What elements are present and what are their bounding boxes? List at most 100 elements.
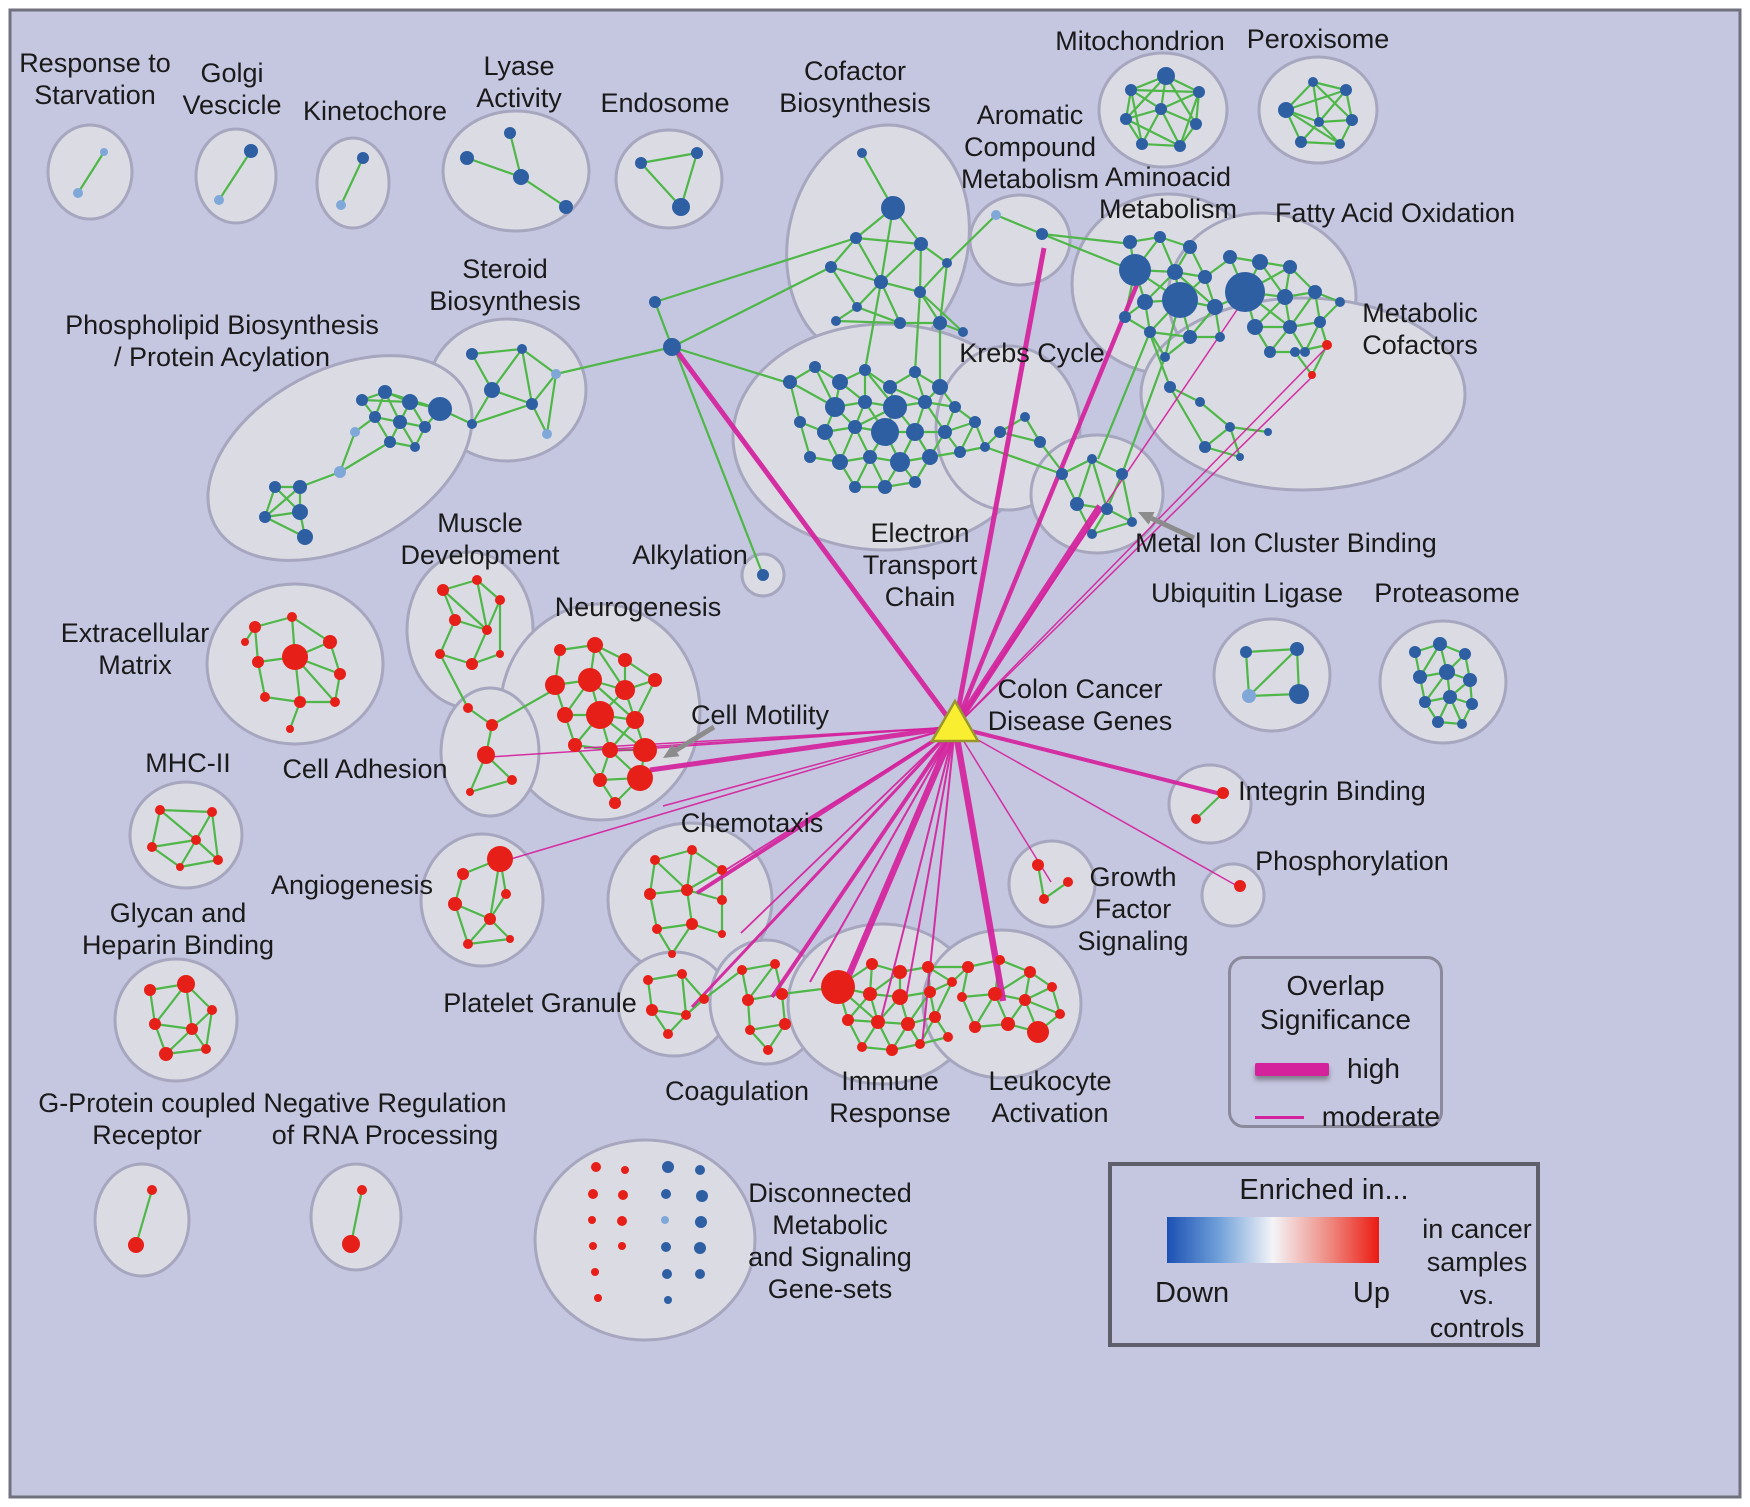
overlap-edge-moderate: [723, 726, 956, 872]
geneset-node-phospholipid-acylation: [378, 385, 392, 399]
overlap-edge-high: [954, 725, 1222, 796]
geneset-node-fatty-acid-oxidation: [1264, 346, 1276, 358]
geneset-node-angiogenesis: [501, 889, 511, 899]
geneset-node-fatty-acid-oxidation: [1283, 260, 1297, 274]
down-label: Down: [1155, 1277, 1230, 1309]
geneset-node-coagulation: [770, 959, 780, 969]
cluster-bubble-g-protein-coupled-receptor: [93, 1162, 191, 1278]
geneset-node-g-protein-coupled-receptor: [147, 1185, 157, 1195]
overlap-edge-moderate: [954, 375, 1314, 728]
label-disconnected-genesets: and Signaling: [748, 1242, 912, 1272]
geneset-node-neurogenesis: [586, 701, 614, 729]
geneset-node-fatty-acid-oxidation: [1300, 347, 1310, 357]
geneset-node-platelet-granule: [681, 1010, 691, 1020]
label-extracellular-matrix: Extracellular: [61, 618, 210, 648]
geneset-node-neurogenesis: [648, 673, 662, 687]
green-connector-edge: [654, 236, 857, 304]
geneset-node-kinetochore: [357, 152, 369, 164]
geneset-node-leukocyte-activation: [962, 961, 974, 973]
geneset-node-metabolic-cofactors: [1308, 371, 1316, 379]
geneset-node-immune-response: [821, 970, 855, 1004]
cluster-edge-cofactor-biosynthesis: [856, 305, 901, 325]
geneset-node-glycan-heparin-binding: [201, 1044, 211, 1054]
geneset-node-mitochondrion: [1157, 67, 1175, 85]
geneset-node-fatty-acid-oxidation: [1308, 285, 1322, 299]
legend-overlap: Overlap Significance high moderate: [1228, 956, 1443, 1132]
geneset-node-lyase-activity: [504, 127, 516, 139]
cluster-edge-chemotaxis: [654, 848, 693, 862]
geneset-node-aminoacid-metabolism: [1183, 330, 1197, 344]
geneset-node-angiogenesis: [463, 939, 473, 949]
geneset-node-metabolic-cofactors: [1290, 347, 1300, 357]
geneset-node-disconnected-genesets: [664, 1296, 672, 1304]
geneset-node-aminoacid-metabolism: [1154, 231, 1166, 243]
geneset-node-integrin-binding: [1191, 814, 1201, 824]
geneset-node-metal-ion-cluster-binding: [1056, 468, 1068, 480]
geneset-node-g-protein-coupled-receptor: [128, 1237, 144, 1253]
label-cell-adhesion: Cell Adhesion: [282, 754, 447, 784]
label-glycan-heparin-binding: Heparin Binding: [82, 930, 274, 960]
cluster-edge-muscle-development: [438, 619, 457, 655]
geneset-node-proteasome: [1413, 670, 1427, 684]
label-fatty-acid-oxidation: Fatty Acid Oxidation: [1275, 198, 1515, 228]
geneset-node-angiogenesis: [487, 846, 513, 872]
geneset-node-leukocyte-activation: [1047, 982, 1057, 992]
cluster-edge-metabolic-cofactors: [1199, 401, 1231, 428]
label-glycan-heparin-binding: Glycan and: [110, 898, 247, 928]
cluster-edge-cofactor-biosynthesis: [835, 319, 901, 325]
geneset-node-growth-factor-signaling: [1063, 877, 1073, 887]
green-connector-edge: [671, 345, 796, 387]
geneset-node-krebs-etc: [980, 442, 990, 452]
geneset-node-kinetochore: [336, 200, 346, 210]
geneset-node-network-hubs: [649, 296, 661, 308]
label-electron-transport-chain: Transport: [863, 550, 978, 580]
geneset-node-mhc-ii: [207, 807, 217, 817]
geneset-node-aminoacid-metabolism: [1183, 240, 1197, 254]
overlap-edge-moderate: [954, 346, 1328, 728]
geneset-node-mitochondrion: [1193, 86, 1205, 98]
geneset-node-metabolic-cofactors: [1236, 453, 1244, 461]
label-g-protein-coupled-receptor: G-Protein coupled: [38, 1088, 256, 1118]
cluster-edge-steroid-biosynthesis: [520, 348, 534, 405]
geneset-node-proteasome: [1457, 719, 1467, 729]
geneset-node-krebs-etc: [871, 418, 899, 446]
enrichment-gradient-ends: Down Up: [1155, 1277, 1390, 1310]
geneset-node-aminoacid-metabolism: [1123, 235, 1137, 249]
geneset-node-lyase-activity: [513, 169, 529, 185]
green-connector-edge: [671, 266, 832, 348]
cluster-edge-metal-ion-cluster-binding: [1090, 458, 1109, 510]
cluster-edge-metabolic-cofactors: [1169, 386, 1206, 448]
cluster-edge-ubiquitin-ligase: [1245, 647, 1298, 654]
geneset-node-disconnected-genesets: [662, 1161, 674, 1173]
geneset-node-disconnected-genesets: [588, 1216, 596, 1224]
label-colon-cancer-disease-genes: Disease Genes: [988, 706, 1173, 736]
geneset-node-cofactor-biosynthesis: [852, 302, 862, 312]
cell-motility-arrow-head: [663, 744, 680, 758]
geneset-node-phospholipid-acylation: [334, 466, 346, 478]
geneset-node-leukocyte-activation: [1024, 966, 1036, 978]
geneset-node-golgi-vescicle: [244, 144, 258, 158]
geneset-node-extracellular-matrix: [241, 638, 249, 646]
cluster-edge-mitochondrion: [1178, 91, 1201, 147]
cluster-edge-phospholipid-acylation: [264, 486, 301, 518]
geneset-node-negative-regulation-rna: [357, 1185, 367, 1195]
geneset-node-extracellular-matrix: [252, 656, 264, 668]
cluster-edge-krebs-etc: [798, 421, 812, 458]
overlap-edge-moderate: [954, 726, 1052, 883]
label-growth-factor-signaling: Signaling: [1077, 926, 1188, 956]
geneset-node-muscle-development: [466, 658, 478, 670]
label-mitochondrion: Mitochondrion: [1055, 26, 1225, 56]
cluster-edge-cofactor-biosynthesis: [880, 243, 922, 283]
geneset-node-proteasome: [1459, 648, 1471, 660]
geneset-node-cofactor-biosynthesis: [831, 316, 841, 326]
cluster-edge-metabolic-cofactors: [1229, 425, 1269, 434]
geneset-node-aminoacid-metabolism: [1119, 254, 1151, 286]
geneset-node-negative-regulation-rna: [342, 1235, 360, 1253]
geneset-node-extracellular-matrix: [282, 644, 308, 670]
geneset-node-chemotaxis: [681, 884, 693, 896]
geneset-node-peroxisome: [1346, 114, 1358, 126]
cluster-edge-platelet-granule: [680, 973, 688, 1016]
geneset-node-phosphorylation: [1234, 880, 1246, 892]
geneset-node-cofactor-biosynthesis: [857, 148, 867, 158]
